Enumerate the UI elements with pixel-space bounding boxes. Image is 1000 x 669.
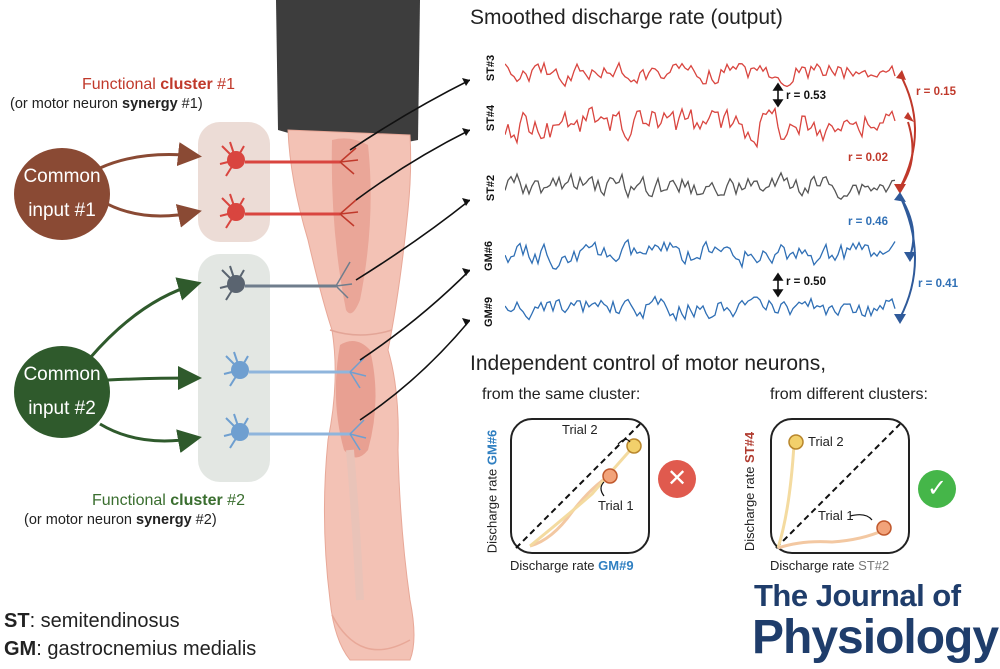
cluster1-panel	[198, 122, 270, 242]
same-trial1-label: Trial 1	[598, 498, 634, 513]
cluster1-title: Functional cluster #1	[82, 76, 235, 93]
arrow-to-st3	[349, 79, 470, 151]
arrow-to-st2	[355, 199, 470, 281]
independent-heading: Independent control of motor neurons,	[470, 352, 827, 375]
trace-st2	[505, 171, 896, 201]
neuron-gm-a	[223, 351, 367, 389]
trace-gm9	[505, 295, 896, 323]
diff-ylabel: Discharge rate ST#4	[742, 431, 758, 552]
neuron-st-b	[219, 193, 359, 229]
arrow-to-gm6	[359, 269, 470, 361]
trace-label-st3: ST#3	[485, 54, 498, 82]
corr-st3-st2: r = 0.15	[916, 86, 956, 98]
corr-st2-gm9: r = 0.41	[918, 278, 958, 290]
cluster2-title: Functional cluster #2	[92, 492, 245, 509]
different-clusters-label: from different clusters:	[770, 386, 928, 403]
journal-logo-line2: Physiology	[752, 611, 999, 664]
corr-gm6-gm9: r = 0.50	[786, 276, 826, 288]
same-cluster-label: from the same cluster:	[482, 386, 641, 403]
same-ylabel: Discharge rate GM#6	[484, 429, 500, 554]
arrow-to-st4	[355, 129, 470, 201]
same-xlabel: Discharge rate GM#9	[510, 558, 634, 573]
input1-arrow-bottom	[99, 198, 202, 228]
trace-st3	[505, 60, 896, 88]
legend-st: ST: semitendinosus	[4, 610, 180, 632]
common-input-2: Common input #2	[14, 346, 110, 438]
tendon	[346, 449, 364, 601]
trace-label-st2: ST#2	[485, 174, 498, 202]
input1-arrow-top	[99, 142, 202, 170]
correlation-arrows	[772, 70, 916, 324]
plot-diff-svg	[775, 423, 901, 550]
shorts	[276, 0, 420, 146]
common-input-1: Common input #1	[14, 148, 110, 240]
cluster1-subtitle: (or motor neuron synergy #1)	[10, 96, 203, 112]
discharge-traces	[505, 60, 896, 323]
calf-muscle	[335, 341, 376, 458]
plot-same-svg	[515, 423, 642, 549]
arrow-to-gm9	[359, 319, 470, 421]
cluster2-subtitle: (or motor neuron synergy #2)	[24, 512, 217, 528]
trace-label-gm9: GM#9	[482, 297, 495, 327]
traces-title: Smoothed discharge rate (output)	[470, 6, 783, 29]
trace-st4	[505, 106, 896, 149]
plot-different-clusters: Trial 2 Trial 1	[770, 418, 910, 554]
check-icon: ✓	[918, 470, 956, 508]
input2-arrow-top	[88, 277, 202, 359]
trace-gm6	[505, 238, 896, 270]
corr-st3-st4: r = 0.53	[786, 90, 826, 102]
same-trial2-label: Trial 2	[562, 422, 598, 437]
corr-st2-gm6: r = 0.46	[848, 216, 888, 228]
trace-label-st4: ST#4	[485, 104, 498, 132]
diff-trial2-label: Trial 2	[808, 434, 844, 449]
neuron-st-c	[219, 261, 353, 301]
neuron-st-a	[219, 141, 359, 177]
diff-trial1-label: Trial 1	[818, 508, 854, 523]
corr-st4-st2: r = 0.02	[848, 152, 888, 164]
thigh-muscle	[331, 138, 371, 314]
trace-label-gm6: GM#6	[482, 241, 495, 271]
legend-gm: GM: gastrocnemius medialis	[4, 638, 257, 660]
journal-logo-line1: The Journal of	[754, 578, 961, 613]
plot-same-cluster: Trial 2 Trial 1	[510, 418, 650, 554]
cross-icon: ✕	[658, 460, 696, 498]
neuron-gm-b	[223, 413, 367, 451]
input2-arrow-bottom	[99, 422, 202, 453]
diff-xlabel: Discharge rate ST#2	[770, 558, 890, 573]
input2-arrow-mid	[107, 366, 202, 391]
